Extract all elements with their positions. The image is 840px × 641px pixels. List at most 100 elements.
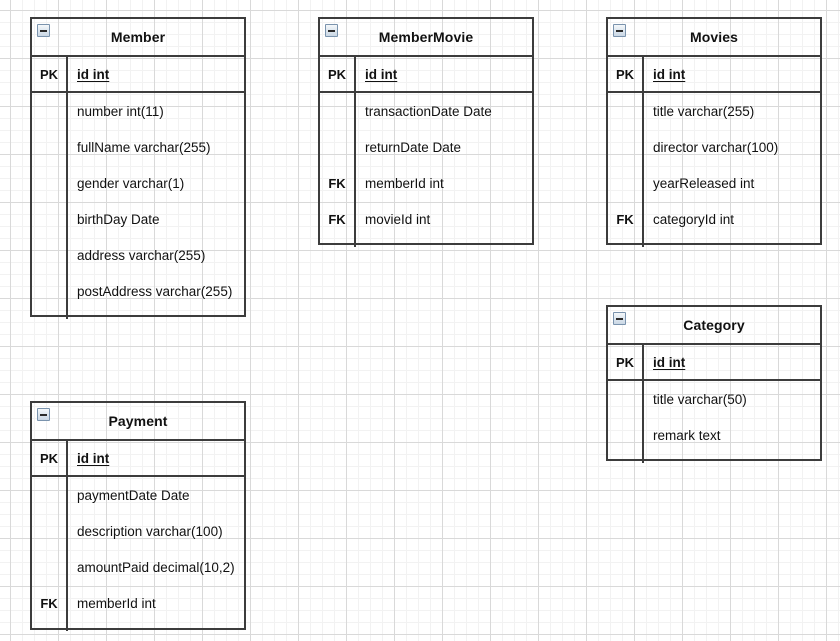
attribute-name-cell: remark text	[653, 427, 721, 443]
entity-title-bar-member: Member	[32, 19, 244, 57]
attribute-name-cell: memberId int	[365, 175, 444, 191]
key-indicator-cell: FK	[608, 201, 644, 237]
entity-name-label: Payment	[108, 413, 168, 429]
collapse-minus-icon[interactable]	[325, 24, 338, 37]
attribute-row[interactable]: description varchar(100)	[32, 513, 244, 549]
attribute-row[interactable]: FK memberId int	[32, 585, 244, 621]
collapse-minus-icon[interactable]	[37, 408, 50, 421]
attribute-row[interactable]: gender varchar(1)	[32, 165, 244, 201]
entity-title-bar-membermovie: MemberMovie	[320, 19, 532, 57]
attribute-name-cell: title varchar(255)	[653, 103, 755, 119]
key-indicator-cell	[32, 513, 68, 549]
key-indicator-cell	[32, 129, 68, 165]
attribute-row[interactable]: address varchar(255)	[32, 237, 244, 273]
key-indicator-cell	[32, 237, 68, 273]
attribute-name-cell: number int(11)	[77, 103, 164, 119]
key-indicator-cell	[608, 165, 644, 201]
attribute-row[interactable]: number int(11)	[32, 93, 244, 129]
attribute-row[interactable]: paymentDate Date	[32, 477, 244, 513]
attribute-column-spacer	[644, 453, 820, 463]
attribute-list-bottom-pad	[32, 621, 244, 631]
attribute-name-cell: id int	[365, 66, 398, 82]
attribute-name-cell: movieId int	[365, 211, 431, 227]
attribute-name-cell: categoryId int	[653, 211, 735, 227]
attribute-name-cell: fullName varchar(255)	[77, 139, 211, 155]
attribute-list-bottom-pad	[608, 453, 820, 463]
attribute-column-spacer	[644, 237, 820, 247]
attribute-name-cell: memberId int	[77, 595, 156, 611]
attribute-name-cell: description varchar(100)	[77, 523, 223, 539]
attribute-row[interactable]: director varchar(100)	[608, 129, 820, 165]
collapse-minus-icon[interactable]	[37, 24, 50, 37]
entity-title-bar-movies: Movies	[608, 19, 820, 57]
attribute-row[interactable]: birthDay Date	[32, 201, 244, 237]
key-indicator-cell	[32, 93, 68, 129]
key-indicator-cell	[608, 381, 644, 417]
attribute-row-primary-key[interactable]: PK id int	[608, 345, 820, 381]
entity-attribute-list: PK id int title varchar(50) remark text	[608, 345, 820, 463]
attribute-name-cell: postAddress varchar(255)	[77, 283, 233, 299]
entity-attribute-list: PK id int number int(11) fullName varchar(2…	[32, 57, 244, 319]
key-indicator-cell	[608, 417, 644, 453]
attribute-row[interactable]: returnDate Date	[320, 129, 532, 165]
attribute-row[interactable]: FK memberId int	[320, 165, 532, 201]
attribute-name-cell: id int	[77, 66, 110, 82]
key-indicator-cell	[608, 129, 644, 165]
attribute-name-cell: director varchar(100)	[653, 139, 779, 155]
attribute-row[interactable]: title varchar(255)	[608, 93, 820, 129]
attribute-row[interactable]: FK categoryId int	[608, 201, 820, 237]
attribute-name-cell: gender varchar(1)	[77, 175, 185, 191]
key-column-spacer	[608, 453, 644, 463]
attribute-name-cell: yearReleased int	[653, 175, 755, 191]
key-indicator-cell	[608, 93, 644, 129]
key-column-spacer	[32, 309, 68, 319]
key-column-spacer	[320, 237, 356, 247]
entity-name-label: Member	[110, 29, 166, 45]
attribute-list-bottom-pad	[32, 309, 244, 319]
attribute-row[interactable]: fullName varchar(255)	[32, 129, 244, 165]
attribute-list-bottom-pad	[608, 237, 820, 247]
attribute-row[interactable]: title varchar(50)	[608, 381, 820, 417]
key-indicator-cell	[32, 165, 68, 201]
entity-name-label: Category	[683, 317, 745, 333]
key-indicator-cell: PK	[32, 57, 68, 91]
attribute-name-cell: id int	[653, 66, 686, 82]
key-indicator-cell	[32, 201, 68, 237]
attribute-row[interactable]: postAddress varchar(255)	[32, 273, 244, 309]
attribute-column-spacer	[356, 237, 532, 247]
attribute-name-cell: paymentDate Date	[77, 487, 190, 503]
entity-title-bar-category: Category	[608, 307, 820, 345]
attribute-row[interactable]: transactionDate Date	[320, 93, 532, 129]
attribute-name-cell: id int	[653, 354, 686, 370]
key-indicator-cell	[320, 129, 356, 165]
entity-title-bar-payment: Payment	[32, 403, 244, 441]
key-indicator-cell: PK	[608, 345, 644, 379]
key-indicator-cell: FK	[32, 585, 68, 621]
attribute-name-cell: returnDate Date	[365, 139, 462, 155]
key-column-spacer	[608, 237, 644, 247]
attribute-row-primary-key[interactable]: PK id int	[32, 57, 244, 93]
attribute-row[interactable]: amountPaid decimal(10,2)	[32, 549, 244, 585]
attribute-row[interactable]: yearReleased int	[608, 165, 820, 201]
attribute-row[interactable]: remark text	[608, 417, 820, 453]
collapse-minus-icon[interactable]	[613, 312, 626, 325]
attribute-name-cell: transactionDate Date	[365, 103, 492, 119]
entity-name-label: Movies	[689, 29, 739, 45]
attribute-row[interactable]: FK movieId int	[320, 201, 532, 237]
key-indicator-cell: FK	[320, 201, 356, 237]
collapse-minus-icon[interactable]	[613, 24, 626, 37]
key-column-spacer	[32, 621, 68, 631]
key-indicator-cell: FK	[320, 165, 356, 201]
